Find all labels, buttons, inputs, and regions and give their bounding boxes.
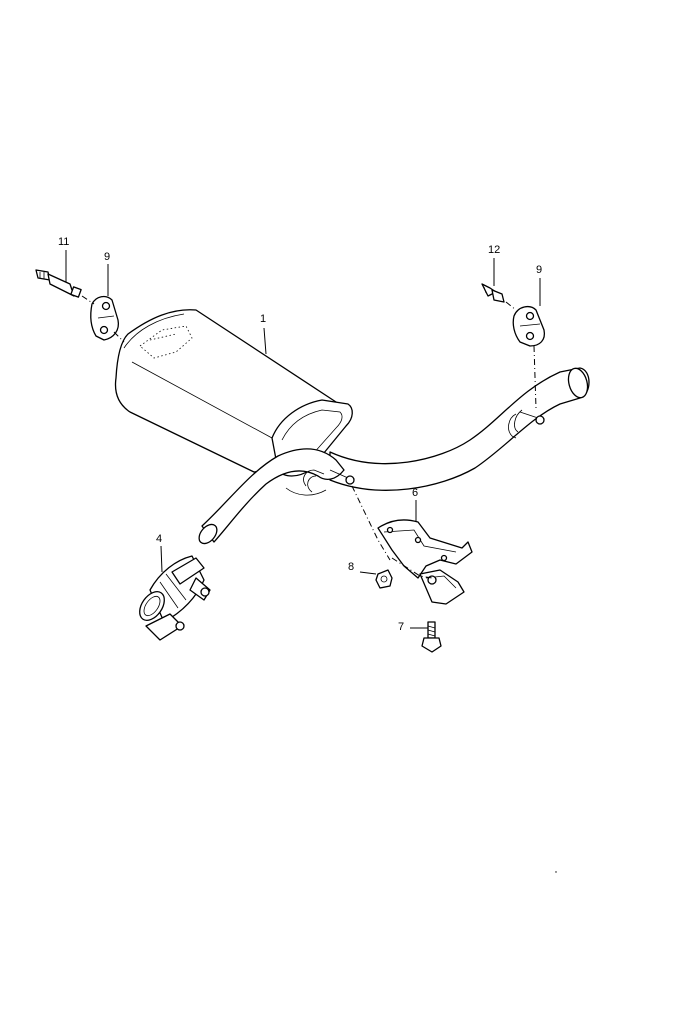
callout-hanger-right: 9 — [536, 264, 542, 276]
callout-bracket: 6 — [412, 487, 418, 499]
callout-bolt: 7 — [398, 621, 404, 633]
callout-stud-left: 11 — [58, 236, 69, 248]
bolt — [421, 621, 442, 653]
nut — [375, 569, 393, 589]
rubber-hanger-left — [90, 295, 120, 341]
tail-pipe — [329, 367, 590, 491]
callout-labels: 1 4 6 7 8 9 9 11 12 — [58, 236, 542, 633]
muffler-assembly — [114, 309, 590, 545]
clamp — [139, 555, 211, 641]
leader-lines — [65, 250, 541, 629]
rubber-hanger-right — [512, 305, 546, 347]
callout-clamp: 4 — [156, 533, 162, 545]
stud-left — [35, 269, 82, 298]
callout-stud-right: 12 — [488, 244, 500, 256]
inlet-pipe — [201, 448, 345, 543]
callout-hanger-left: 9 — [104, 251, 110, 263]
callout-nut: 8 — [348, 561, 354, 573]
callout-muffler: 1 — [260, 313, 266, 325]
assembly-lines — [81, 295, 537, 579]
support-bracket — [377, 519, 473, 605]
stud-right — [481, 283, 505, 303]
